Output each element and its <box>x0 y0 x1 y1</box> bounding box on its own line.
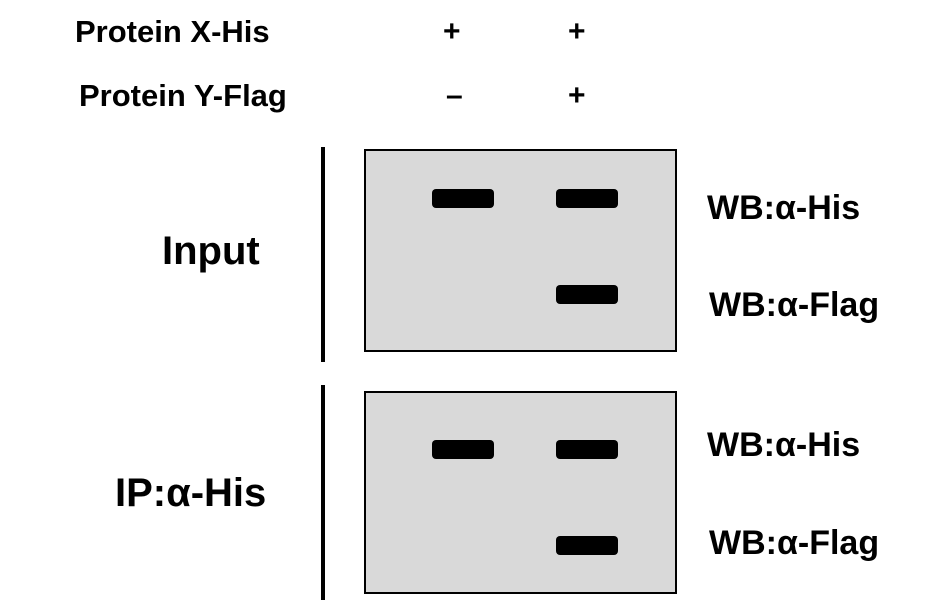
blot-membrane-ip <box>364 391 677 594</box>
section-label-ip: IP:α-His <box>115 471 267 515</box>
band-input-flag-lane2 <box>556 285 618 304</box>
band-ip-his-lane1 <box>432 440 494 459</box>
band-ip-flag-lane2 <box>556 536 618 555</box>
wb-label-ip-his: WB:α-His <box>707 426 861 464</box>
row-label-protein-x: Protein X-His <box>75 14 270 49</box>
wb-label-input-flag: WB:α-Flag <box>709 286 880 324</box>
band-input-his-lane2 <box>556 189 618 208</box>
wb-label-input-his: WB:α-His <box>707 189 861 227</box>
section-divider-input <box>321 147 325 362</box>
band-input-his-lane1 <box>432 189 494 208</box>
wb-label-ip-flag: WB:α-Flag <box>709 524 880 562</box>
lane1-sign-protein-x: + <box>443 15 461 48</box>
lane1-sign-protein-y: – <box>446 79 463 112</box>
row-label-protein-y: Protein Y-Flag <box>79 78 287 113</box>
blot-membrane-input <box>364 149 677 352</box>
band-ip-his-lane2 <box>556 440 618 459</box>
section-divider-ip <box>321 385 325 600</box>
lane2-sign-protein-y: + <box>568 79 586 112</box>
section-label-input: Input <box>162 229 260 273</box>
lane2-sign-protein-x: + <box>568 15 586 48</box>
